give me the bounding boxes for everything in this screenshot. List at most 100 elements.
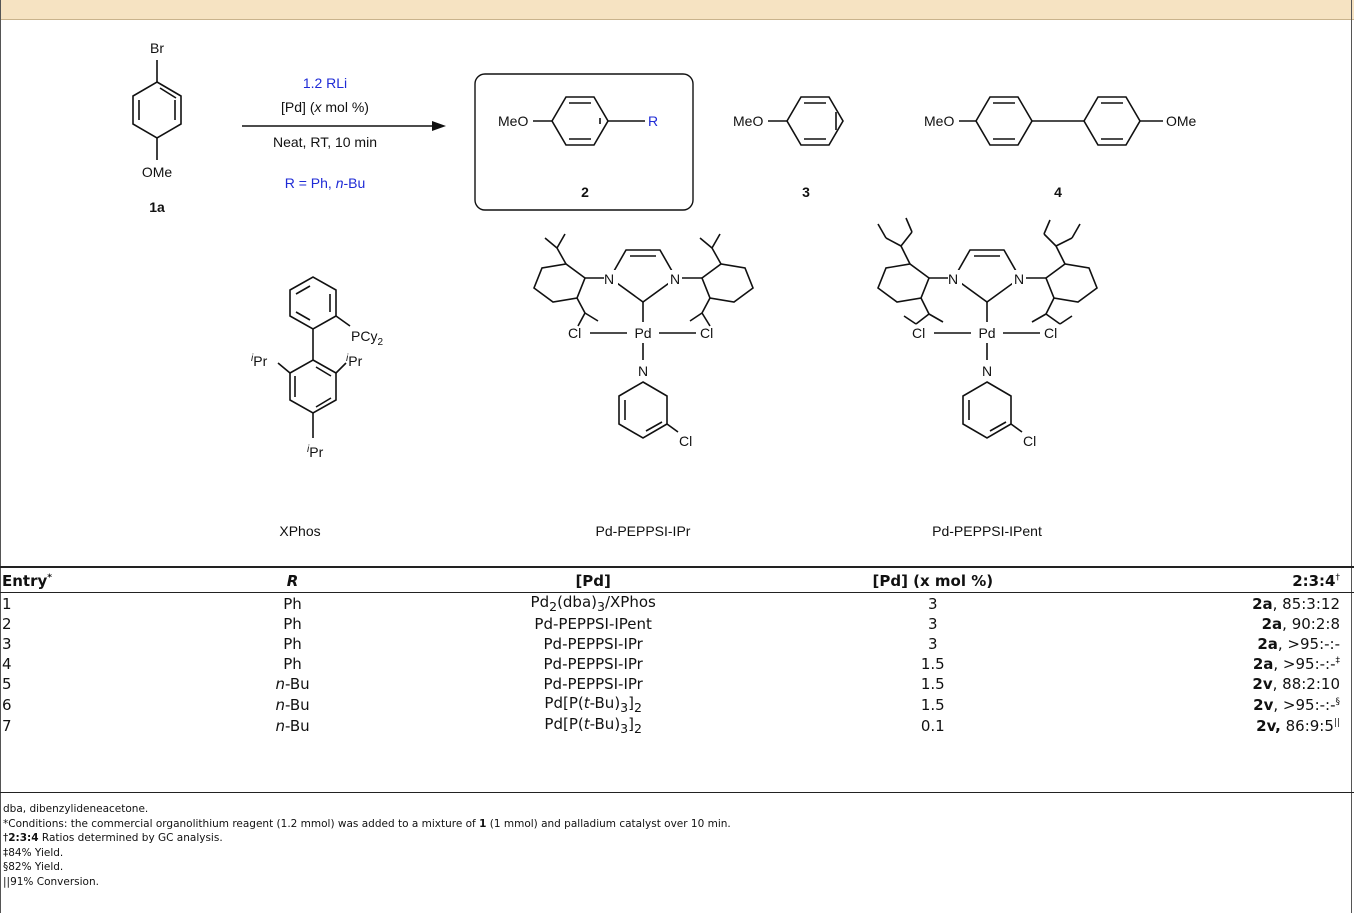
bond — [885, 237, 902, 247]
header-band — [0, 0, 1354, 20]
footnote-conditions: *Conditions: the commercial organolithiu… — [3, 817, 731, 830]
pyridine-ring — [962, 381, 1012, 439]
bond — [277, 362, 291, 374]
col-ratio: 2:3:4† — [1092, 570, 1354, 593]
ipent-cl-left: Cl — [912, 325, 925, 341]
ipr-cl-right: Cl — [700, 325, 713, 341]
bond — [1055, 237, 1073, 247]
bond — [1071, 223, 1081, 239]
table-body: 1 Ph Pd2(dba)3/XPhos 3 2a, 85:3:12 2 Ph … — [0, 593, 1354, 736]
table-row: 6 n-Bu Pd[P(t-Bu)3]2 1.5 2v, >95:-:-§ — [2, 694, 1340, 715]
prod3-compound-label: 3 — [802, 184, 810, 200]
bond — [699, 237, 713, 249]
prod2-compound-label: 2 — [581, 184, 589, 200]
footnote-abbreviation: dba, dibenzylideneacetone. — [3, 803, 149, 815]
bond — [1043, 219, 1051, 235]
prod4-meo-left-label: MeO — [924, 113, 954, 129]
xphos-pcy-label: PCy2 — [351, 328, 383, 348]
table-row: 7 n-Bu Pd[P(t-Bu)3]2 0.1 2v, 86:9:5|| — [2, 715, 1340, 736]
bond — [577, 312, 586, 327]
bond — [701, 297, 711, 314]
table-row: 2 Ph Pd-PEPPSI-IPent 3 2a, 90:2:8 — [2, 615, 1340, 633]
bond — [335, 362, 347, 374]
bond — [159, 87, 177, 99]
r-definition: R = Ph, n-Bu — [285, 175, 366, 191]
bond — [920, 297, 930, 315]
table-row: 1 Ph Pd2(dba)3/XPhos 3 2a, 85:3:12 — [2, 593, 1340, 614]
benzene-ring — [289, 359, 337, 414]
xphos-ipr-left-label: iPr — [251, 353, 268, 369]
table-header-row: Entry* R [Pd] [Pd] (x mol %) 2:3:4† — [0, 570, 1354, 593]
prod2-r-label: R — [648, 113, 658, 129]
bond — [900, 245, 911, 265]
ipr-pyridine-cl: Cl — [679, 433, 692, 449]
sm-br-label: Br — [150, 40, 164, 56]
table-row: 4 Ph Pd-PEPPSI-IPr 1.5 2a, >95:-:-‡ — [2, 655, 1340, 673]
ipent-pd: Pd — [978, 325, 995, 341]
aryl-ring — [1045, 263, 1098, 303]
bond — [544, 237, 558, 249]
benzene-ring — [786, 96, 844, 146]
ipr-pd: Pd — [634, 325, 651, 341]
bond — [1045, 313, 1061, 325]
pd-peppsi-ipr-structure: N N Pd Cl Cl N Cl Pd-PEPPSI-IPr — [533, 233, 754, 539]
reaction-arrow — [242, 121, 446, 131]
benzene-ring — [289, 276, 337, 330]
table-footnotes: dba, dibenzylideneacetone. *Conditions: … — [3, 802, 1343, 889]
prod4-ome-right-label: OMe — [1166, 113, 1197, 129]
bond — [576, 297, 586, 314]
aryl-ring — [701, 263, 754, 303]
bond — [915, 313, 930, 325]
bond — [1031, 313, 1047, 323]
ipr-pyridine-n: N — [638, 363, 648, 379]
bond — [1059, 315, 1073, 325]
bond — [900, 231, 913, 247]
xphos-structure: PCy2 iPr iPr iPr XPhos — [251, 276, 383, 539]
pd-peppsi-ipent-structure: N N Pd Cl Cl N Cl — [877, 217, 1098, 539]
ipent-pyridine-n: N — [982, 363, 992, 379]
footnote-conversion: ||91% Conversion. — [3, 875, 99, 888]
reagent-rli: 1.2 RLi — [303, 75, 347, 91]
results-table: Entry* R [Pd] [Pd] (x mol %) 2:3:4† 1 Ph… — [0, 570, 1354, 736]
bond — [905, 217, 913, 233]
reagent-catalyst: [Pd] (x mol %) — [281, 99, 369, 115]
bond — [903, 315, 917, 325]
col-pd-mol: [Pd] (x mol %) — [773, 570, 1093, 593]
bond — [989, 421, 1007, 432]
bond — [689, 312, 703, 322]
reaction-conditions: Neat, RT, 10 min — [273, 134, 377, 150]
bond — [1043, 233, 1057, 247]
product-2: MeO R 2 — [498, 96, 658, 200]
imidazole-ring — [608, 249, 678, 303]
table-row: 5 n-Bu Pd-PEPPSI-IPr 1.5 2v, 88:2:10 — [2, 675, 1340, 693]
xphos-ipr-right-label: iPr — [346, 353, 363, 369]
table-top-rule — [0, 566, 1354, 568]
bond — [877, 223, 887, 239]
product-3: MeO 3 — [733, 96, 844, 200]
bond — [711, 233, 721, 249]
product-4: MeO OMe 4 — [924, 96, 1197, 200]
footnote-yield-1: ‡84% Yield. — [3, 846, 64, 859]
ipent-cl-right: Cl — [1044, 325, 1057, 341]
bond — [701, 312, 711, 327]
table-bottom-rule — [0, 792, 1354, 793]
aryl-ring — [877, 263, 930, 303]
benzene-ring — [975, 96, 1033, 146]
prod4-compound-label: 4 — [1054, 184, 1062, 200]
bond — [335, 315, 351, 327]
label-mask — [602, 270, 618, 287]
prod3-meo-label: MeO — [733, 113, 763, 129]
ipr-cl-left: Cl — [568, 325, 581, 341]
bond — [711, 247, 722, 265]
label-mask — [668, 270, 684, 287]
bond — [666, 423, 679, 433]
bond — [645, 421, 663, 432]
sm-compound-label: 1a — [149, 199, 165, 215]
xphos-name: XPhos — [279, 523, 320, 539]
footnote-yield-2: §82% Yield. — [3, 861, 64, 873]
bond — [295, 285, 311, 295]
bond — [1055, 245, 1066, 265]
bond — [1045, 297, 1055, 315]
bond — [295, 311, 311, 321]
